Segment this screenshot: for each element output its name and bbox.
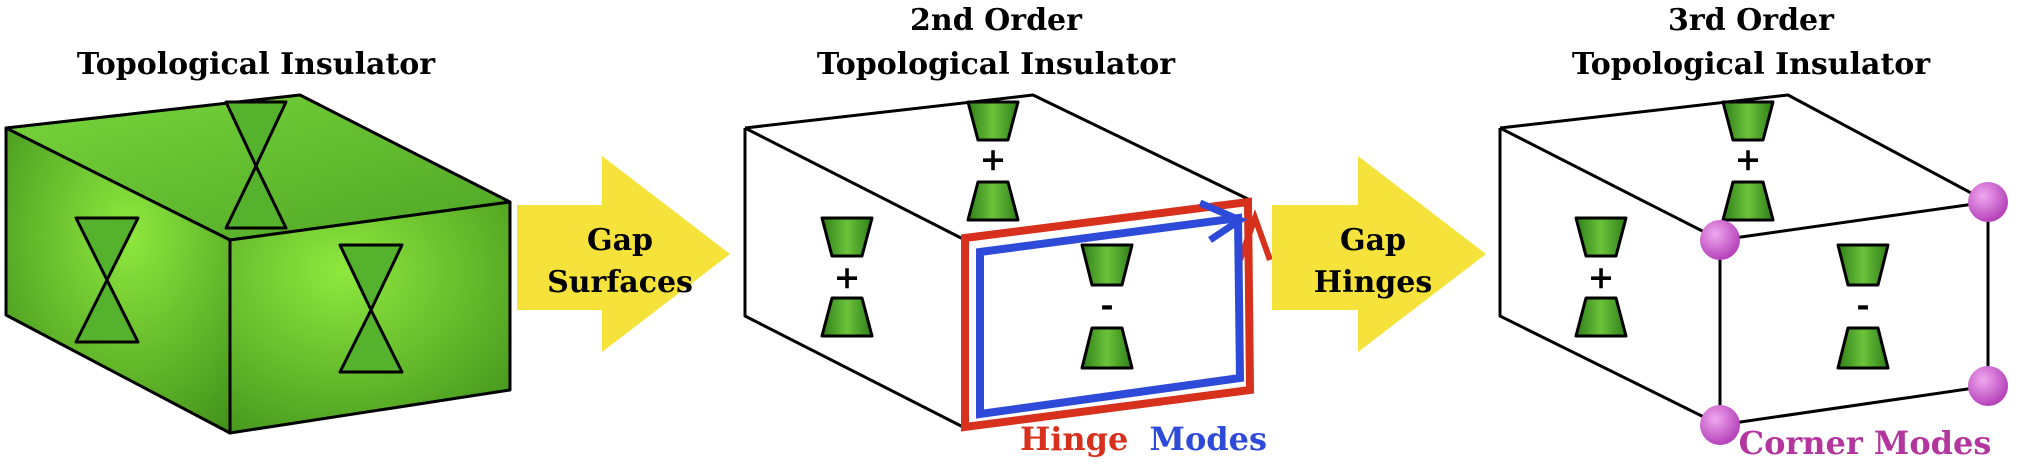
minus-sign-right-3: - <box>1856 286 1869 324</box>
hinge-modes-label: Hinge Modes <box>1020 420 1267 458</box>
hinge-mode-red-arrowhead <box>1237 209 1273 262</box>
arrow-gap-surfaces-line-2: Surfaces <box>547 265 693 300</box>
plus-sign-top-3: + <box>1735 140 1762 178</box>
panel-3-title-line-1: 3rd Order <box>1668 3 1835 38</box>
gapped-cone-front-surface-3 <box>1574 216 1628 338</box>
corner-mode-sphere-bottom-front <box>1700 405 1740 445</box>
plus-sign-front: + <box>834 258 861 296</box>
panel-1: Topological Insulator <box>4 47 512 435</box>
gapped-cone-right-surface <box>1080 243 1134 370</box>
arrow-gap-surfaces-line-1: Gap <box>587 223 653 258</box>
hinge-mode-blue-loop <box>976 213 1245 419</box>
gapped-cone-front-surface <box>820 216 874 338</box>
panel-3-title-line-2: Topological Insulator <box>1572 47 1931 82</box>
gapped-cone-top-surface-3 <box>1721 100 1775 222</box>
gapped-cone-right-surface-3 <box>1836 243 1890 370</box>
minus-sign-right: - <box>1100 286 1113 324</box>
plus-sign-front-3: + <box>1588 258 1615 296</box>
panel-3: 3rd Order Topological Insulator + + - <box>1498 3 2008 462</box>
arrow-gap-hinges-line-1: Gap <box>1340 223 1406 258</box>
arrow-gap-surfaces: Gap Surfaces <box>517 156 730 352</box>
corner-mode-sphere-top-right <box>1968 182 2008 222</box>
dirac-cone-front-surface <box>74 216 140 344</box>
panel-2-title-line-2: Topological Insulator <box>817 47 1176 82</box>
panel-2: 2nd Order Topological Insulator + + <box>743 3 1273 458</box>
panel-1-title: Topological Insulator <box>77 47 436 82</box>
corner-mode-sphere-top-front <box>1700 220 1740 260</box>
hinge-mode-red-loop <box>961 197 1255 432</box>
hinge-mode-blue-arrowhead <box>1198 199 1248 243</box>
gapped-cone-top-surface <box>966 100 1020 222</box>
hinge-word: Hinge <box>1020 420 1128 458</box>
arrow-gap-hinges-line-2: Hinges <box>1314 265 1433 300</box>
box-outline-3 <box>1498 93 1990 427</box>
arrow-gap-hinges: Gap Hinges <box>1272 156 1486 352</box>
corner-mode-sphere-bottom-right <box>1968 366 2008 406</box>
modes-word: Modes <box>1150 420 1268 458</box>
plus-sign-top: + <box>980 140 1007 178</box>
corner-modes-label: Corner Modes <box>1739 424 1992 462</box>
dirac-cone-top-surface <box>224 100 288 230</box>
dirac-cone-right-surface <box>338 243 404 374</box>
panel-2-title-line-1: 2nd Order <box>910 3 1083 38</box>
